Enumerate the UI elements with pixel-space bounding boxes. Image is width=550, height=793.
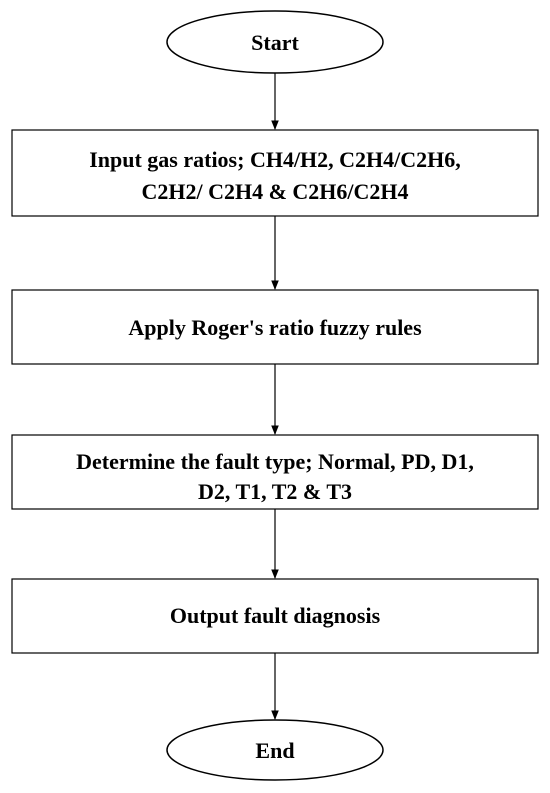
end-node: End bbox=[166, 719, 384, 781]
step-input-gas-ratios: Input gas ratios; CH4/H2, C2H4/C2H6, C2H… bbox=[11, 129, 539, 217]
step-box bbox=[11, 578, 539, 654]
start-label: Start bbox=[251, 30, 299, 55]
start-node: Start bbox=[166, 10, 384, 74]
step-box bbox=[11, 434, 539, 510]
end-label: End bbox=[255, 738, 294, 763]
step-label-line-2: C2H2/ C2H4 & C2H6/C2H4 bbox=[141, 179, 408, 204]
step-label-line-1: Input gas ratios; CH4/H2, C2H4/C2H6, bbox=[89, 147, 461, 172]
step-label-line-1: Output fault diagnosis bbox=[170, 603, 381, 628]
end-ellipse bbox=[166, 719, 384, 781]
step-label-line-1: Apply Roger's ratio fuzzy rules bbox=[128, 315, 422, 340]
step-box bbox=[11, 129, 539, 217]
step-output-diagnosis: Output fault diagnosis bbox=[11, 578, 539, 654]
step-label-line-2: D2, T1, T2 & T3 bbox=[198, 479, 352, 504]
step-apply-rules: Apply Roger's ratio fuzzy rules bbox=[11, 289, 539, 365]
step-label-line-1: Determine the fault type; Normal, PD, D1… bbox=[76, 449, 474, 474]
step-determine-fault-type: Determine the fault type; Normal, PD, D1… bbox=[11, 434, 539, 510]
